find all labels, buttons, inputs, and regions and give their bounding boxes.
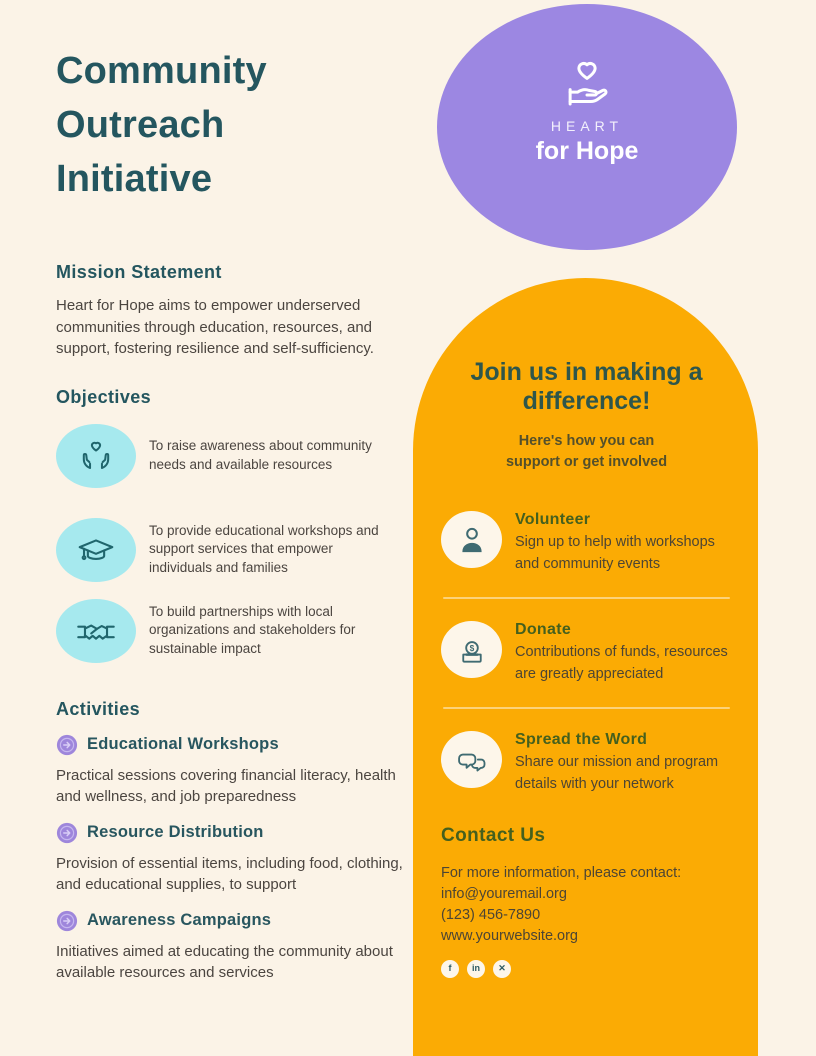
activity-head: Awareness Campaigns: [56, 910, 418, 932]
mission-heading: Mission Statement: [56, 262, 222, 282]
activity-desc: Initiatives aimed at educating the commu…: [56, 942, 393, 982]
arrow-circle-icon: [56, 734, 78, 756]
row-text: Spread the Word Share our mission and pr…: [515, 731, 732, 795]
divider: [443, 707, 730, 709]
donate-title: Donate: [515, 621, 572, 638]
arrow-circle-icon: [56, 910, 78, 932]
donate-row: $ Donate Contributions of funds, resourc…: [441, 621, 732, 685]
volunteer-title: Volunteer: [515, 511, 591, 528]
handshake-icon: [56, 598, 136, 663]
row-text: Volunteer Sign up to help with workshops…: [515, 511, 732, 575]
mission-body: Heart for Hope aims to empower underserv…: [56, 297, 374, 357]
get-involved-panel: Join us in making a difference! Here's h…: [413, 278, 758, 1056]
svg-text:$: $: [469, 643, 474, 653]
activity-head: Resource Distribution: [56, 822, 418, 844]
divider: [443, 597, 730, 599]
objectives-list: To raise awareness about community needs…: [56, 423, 418, 663]
volunteer-desc: Sign up to help with workshops and commu…: [515, 534, 715, 572]
volunteer-row: Volunteer Sign up to help with workshops…: [441, 511, 732, 575]
chat-bubbles-icon: [441, 731, 502, 788]
join-subtitle: Here's how you can support or get involv…: [505, 433, 668, 470]
social-links: f in ✕: [441, 959, 732, 978]
objective-item: To raise awareness about community needs…: [56, 423, 418, 488]
donation-icon: $: [441, 621, 502, 678]
objective-item: To build partnerships with local organiz…: [56, 598, 418, 663]
spread-desc: Share our mission and program details wi…: [515, 754, 719, 792]
contact-intro: For more information, please contact:: [441, 864, 682, 881]
hands-holding-heart-icon: [56, 423, 136, 488]
activity-item: Resource Distribution Provision of essen…: [56, 822, 418, 896]
donate-desc: Contributions of funds, resources are gr…: [515, 644, 728, 682]
activity-desc: Provision of essential items, including …: [56, 854, 403, 894]
join-title: Join us in making a difference!: [470, 358, 703, 415]
spread-the-word-row: Spread the Word Share our mission and pr…: [441, 731, 732, 795]
linkedin-icon[interactable]: in: [467, 959, 485, 978]
arrow-circle-icon: [56, 822, 78, 844]
row-text: Donate Contributions of funds, resources…: [515, 621, 732, 685]
objective-item: To provide educational workshops and sup…: [56, 517, 418, 582]
activity-desc: Practical sessions covering financial li…: [56, 766, 396, 806]
left-column: Community Outreach Initiative Mission St…: [56, 44, 418, 984]
activity-title: Resource Distribution: [87, 823, 264, 841]
objective-text: To provide educational workshops and sup…: [149, 522, 379, 575]
logo-name-top: HEART: [550, 118, 624, 134]
objectives-heading: Objectives: [56, 386, 152, 407]
contact-email: info@youremail.org: [441, 885, 567, 902]
person-icon: [441, 511, 502, 568]
objective-text: To build partnerships with local organiz…: [149, 603, 356, 656]
logo-name-bottom: for Hope: [535, 137, 639, 165]
activity-item: Educational Workshops Practical sessions…: [56, 734, 418, 808]
join-rows: Volunteer Sign up to help with workshops…: [441, 511, 732, 795]
contact-lines: For more information, please contact: in…: [441, 863, 732, 947]
heart-in-hand-icon: [557, 54, 617, 114]
facebook-icon[interactable]: f: [441, 959, 459, 978]
x-icon[interactable]: ✕: [493, 959, 511, 978]
contact-phone: (123) 456-7890: [441, 906, 541, 923]
contact-website: www.yourwebsite.org: [441, 927, 578, 944]
graduation-cap-icon: [56, 517, 136, 582]
activity-title: Awareness Campaigns: [87, 911, 272, 929]
logo-blob: HEART for Hope: [437, 4, 737, 250]
activity-item: Awareness Campaigns Initiatives aimed at…: [56, 910, 418, 984]
page-title: Community Outreach Initiative: [56, 50, 267, 200]
contact-heading: Contact Us: [441, 825, 546, 846]
spread-title: Spread the Word: [515, 731, 648, 748]
activity-title: Educational Workshops: [87, 735, 279, 753]
objective-text: To raise awareness about community needs…: [149, 438, 372, 472]
activity-head: Educational Workshops: [56, 734, 418, 756]
activities-heading: Activities: [56, 698, 141, 719]
